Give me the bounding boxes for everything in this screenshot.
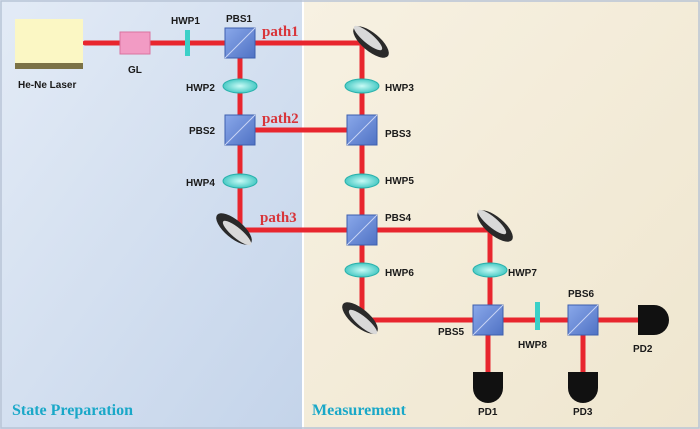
pbs3-icon (346, 114, 378, 146)
mirror-path3-icon (216, 213, 252, 246)
state-preparation-label: State Preparation (12, 402, 133, 419)
pbs5-label: PBS5 (438, 327, 465, 338)
pbs2-icon (224, 114, 256, 146)
glan-prism (119, 31, 151, 55)
measurement-label: Measurement (312, 402, 407, 419)
path3-label: path3 (260, 210, 297, 226)
pbs1-label: PBS1 (226, 14, 253, 25)
hwp7-label: HWP7 (508, 268, 537, 279)
state-preparation-region (0, 0, 303, 429)
hwp8-label: HWP8 (518, 340, 547, 351)
pbs6-label: PBS6 (568, 289, 595, 300)
hwp4-label: HWP4 (186, 178, 215, 189)
hwp8-icon (535, 302, 540, 330)
path1-label: path1 (262, 24, 299, 40)
gl-label: GL (128, 65, 142, 76)
hwp7-icon (472, 262, 508, 278)
mirror-path1-icon (353, 25, 389, 58)
pd3-icon (568, 372, 598, 403)
mirror-pbs4-icon (477, 209, 513, 242)
pbs4-icon (346, 214, 378, 246)
hwp2-icon (222, 78, 258, 94)
hwp3-icon (344, 78, 380, 94)
mirror-bottom-icon (342, 302, 378, 335)
hwp6-label: HWP6 (385, 268, 414, 279)
pbs2-label: PBS2 (189, 126, 216, 137)
hwp6-icon (344, 262, 380, 278)
pd1-icon (473, 372, 503, 403)
pbs1-icon (224, 27, 256, 59)
pbs5-icon (472, 304, 504, 336)
pbs3-label: PBS3 (385, 129, 412, 140)
pbs4-label: PBS4 (385, 213, 412, 224)
pd2-label: PD2 (633, 344, 653, 355)
he-ne-laser-label: He-Ne Laser (18, 80, 76, 91)
hwp5-label: HWP5 (385, 176, 414, 187)
pbs6-icon (567, 304, 599, 336)
he-ne-laser (15, 19, 83, 69)
path2-label: path2 (262, 111, 299, 127)
hwp3-label: HWP3 (385, 83, 414, 94)
hwp1-icon (185, 30, 190, 56)
hwp5-icon (344, 173, 380, 189)
pd3-label: PD3 (573, 407, 593, 418)
hwp4-icon (222, 173, 258, 189)
pd1-label: PD1 (478, 407, 498, 418)
hwp2-label: HWP2 (186, 83, 215, 94)
pd2-icon (638, 305, 669, 335)
hwp1-label: HWP1 (171, 16, 200, 27)
